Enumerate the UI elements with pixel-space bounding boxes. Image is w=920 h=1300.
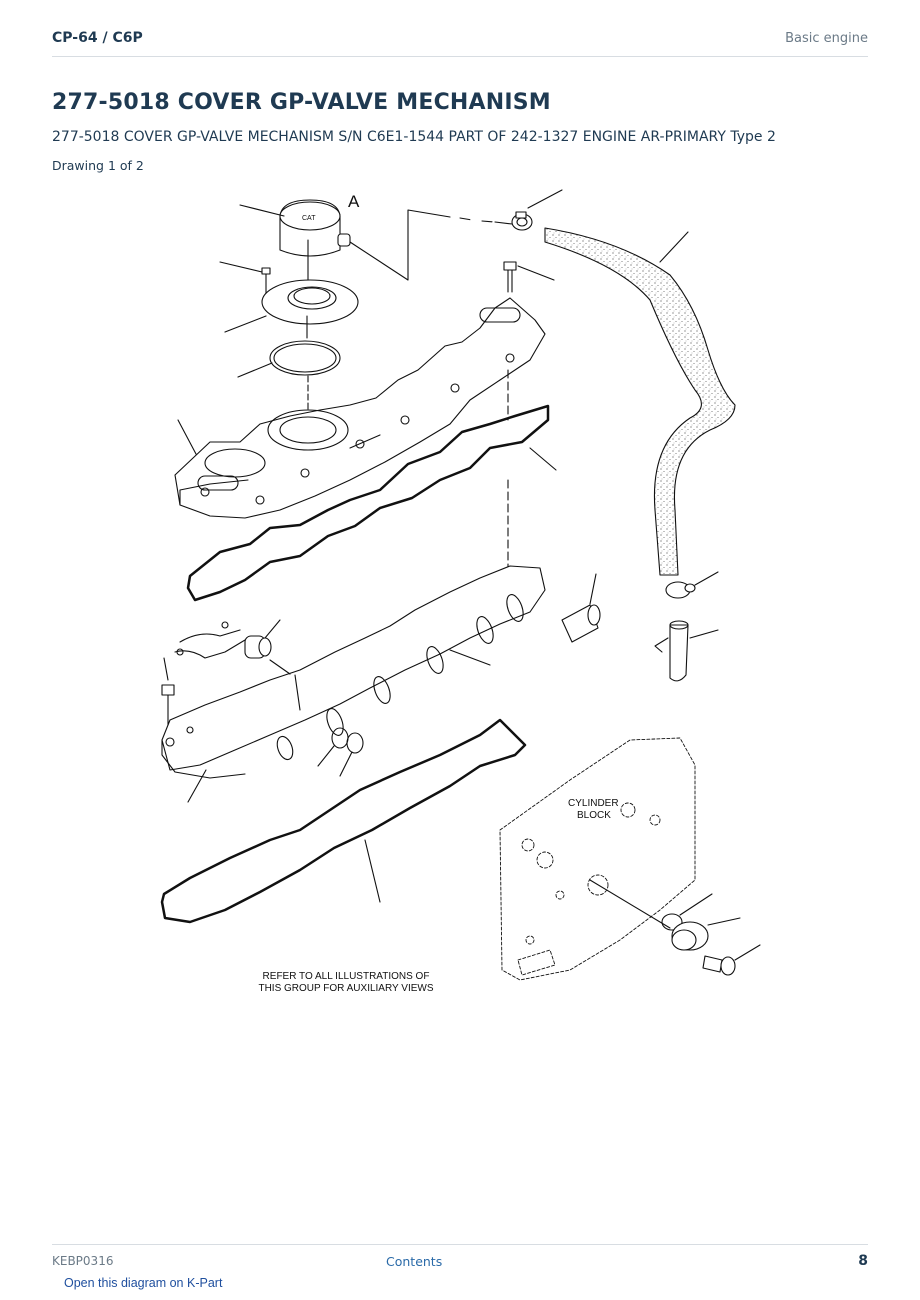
page-header: CP-64 / C6P Basic engine	[52, 28, 868, 57]
plug-bolt	[702, 955, 736, 976]
rocker-housing	[161, 565, 546, 779]
cylinder-block-label-2: BLOCK	[577, 810, 611, 821]
seal-ring-b	[346, 732, 364, 754]
cap-logo: CAT	[302, 215, 316, 222]
valve-cover	[174, 297, 546, 519]
block-plug	[671, 921, 709, 951]
tube-clamp	[665, 581, 696, 599]
screw-small	[261, 267, 271, 296]
document-code: KEBP0316	[52, 1254, 114, 1268]
drain-tube	[654, 620, 689, 682]
hose-clamp	[511, 211, 533, 231]
cover-gasket	[186, 404, 550, 602]
grommet-bolt	[161, 684, 175, 726]
adapter-plate	[261, 279, 359, 325]
page-title: 277-5018 COVER GP-VALVE MECHANISM	[52, 90, 551, 115]
plug-o-ring	[661, 913, 683, 931]
exploded-parts-diagram: CAT	[160, 189, 761, 994]
model-breadcrumb: CP-64 / C6P	[52, 30, 143, 46]
cylinder-block	[499, 737, 696, 981]
callout-a: A	[348, 192, 360, 211]
page-subtitle: 277-5018 COVER GP-VALVE MECHANISM S/N C6…	[52, 129, 776, 145]
section-name: Basic engine	[785, 31, 868, 46]
contents-link[interactable]: Contents	[386, 1254, 443, 1269]
open-k-part-link[interactable]: Open this diagram on K-Part	[64, 1276, 223, 1290]
auxiliary-note-line1: REFER TO ALL ILLUSTRATIONS OF	[263, 971, 430, 982]
breather-cap: CAT	[279, 199, 351, 257]
page-number: 8	[858, 1253, 868, 1269]
seal-ring-a	[331, 727, 349, 749]
o-ring	[269, 340, 341, 376]
page-footer: KEBP0316 Contents 8	[52, 1244, 868, 1273]
housing-gasket	[160, 718, 527, 924]
wiring-harness	[174, 621, 272, 659]
auxiliary-note-line2: THIS GROUP FOR AUXILIARY VIEWS	[258, 983, 433, 994]
bolt-cover	[503, 261, 517, 293]
breather-hose	[544, 227, 736, 576]
cylinder-block-label-1: CYLINDER	[568, 798, 619, 809]
sensor-plug	[561, 604, 601, 643]
drawing-counter: Drawing 1 of 2	[52, 158, 144, 173]
